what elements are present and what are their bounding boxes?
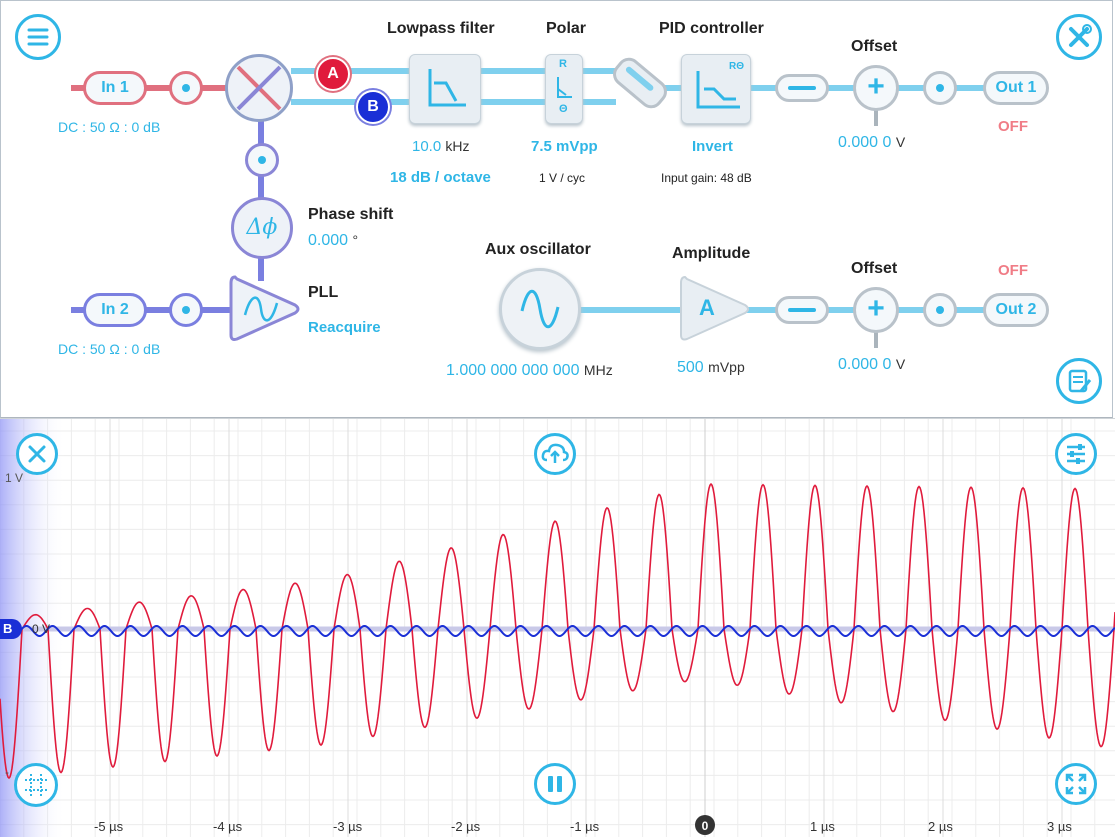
aux-frequency-value: 1.000 000 000 000	[446, 362, 580, 379]
offset1-number: 0.000 0	[838, 134, 892, 151]
fullscreen-icon[interactable]	[1055, 763, 1097, 805]
amplitude-block[interactable]: A	[679, 273, 751, 345]
offset2-unit: V	[895, 356, 906, 372]
y-zero-label: 0 V	[32, 622, 51, 636]
pll-title: PLL	[308, 284, 339, 301]
in1-settings[interactable]: DC : 50 Ω : 0 dB	[58, 119, 161, 135]
cloud-upload-icon[interactable]	[534, 433, 576, 475]
lowpass-slope[interactable]: 18 dB / octave	[390, 169, 491, 186]
amplitude-unit: mVpp	[708, 359, 745, 375]
polar-title: Polar	[546, 20, 587, 37]
grid-icon[interactable]	[14, 763, 58, 807]
x-tick-label: -3 µs	[333, 819, 363, 834]
offset1-minus-block[interactable]	[775, 74, 829, 102]
in2-button[interactable]: In 2	[83, 293, 147, 327]
phase-value[interactable]: 0.000 °	[308, 232, 358, 250]
channel-a-badge[interactable]: A	[316, 57, 350, 91]
pause-icon[interactable]	[534, 763, 576, 805]
phase-number: 0.000	[308, 232, 349, 249]
close-icon[interactable]	[16, 433, 58, 475]
amplitude-title: Amplitude	[672, 245, 751, 262]
offset2-title: Offset	[851, 260, 898, 277]
out1-state[interactable]: OFF	[998, 118, 1028, 135]
lowpass-frequency-unit: kHz	[445, 138, 470, 154]
pid-tag: RΘ	[729, 61, 744, 72]
phase-unit: °	[352, 232, 359, 248]
offset2-number: 0.000 0	[838, 356, 892, 373]
out1-node[interactable]	[923, 71, 957, 105]
polar-block[interactable]: R Θ	[545, 54, 583, 124]
out1-button[interactable]: Out 1	[983, 71, 1049, 105]
offset1-sum-block[interactable]: +	[853, 65, 899, 111]
lowpass-block[interactable]	[409, 54, 481, 124]
x-tick-label: 1 µs	[810, 819, 835, 834]
channel-a-trace	[0, 482, 1115, 780]
y-top-label: 1 V	[5, 471, 24, 485]
in2-settings[interactable]: DC : 50 Ω : 0 dB	[58, 341, 161, 357]
x-tick-label: 3 µs	[1047, 819, 1072, 834]
x-tick-label: -5 µs	[94, 819, 124, 834]
oscilloscope-panel[interactable]: 1 V - 0 V B -5 µs -4 µs -3 µs -2 µs -1 µ…	[0, 418, 1115, 837]
x-tick-label: -2 µs	[451, 819, 481, 834]
block-diagram-panel: In 1 DC : 50 Ω : 0 dB A B Lowpass filter…	[0, 0, 1113, 418]
in1-node[interactable]	[169, 71, 203, 105]
amplitude-value[interactable]: 500 mVpp	[677, 359, 745, 377]
offset2-minus-block[interactable]	[775, 296, 829, 324]
aux-title: Aux oscillator	[485, 241, 591, 258]
aux-frequency[interactable]: 1.000 000 000 000 MHz	[446, 362, 613, 380]
in1-button[interactable]: In 1	[83, 71, 147, 105]
pid-mode[interactable]: Invert	[692, 138, 733, 155]
lowpass-title: Lowpass filter	[387, 20, 495, 37]
offset2-sum-block[interactable]: +	[853, 287, 899, 333]
aux-oscillator-block[interactable]	[499, 268, 581, 350]
out2-button[interactable]: Out 2	[983, 293, 1049, 327]
notes-edit-icon[interactable]	[1056, 358, 1102, 404]
menu-icon[interactable]	[15, 14, 61, 60]
settings-tools-icon[interactable]	[1056, 14, 1102, 60]
polar-r-label: R	[559, 58, 567, 70]
trigger-marker[interactable]: 0	[695, 815, 715, 835]
x-tick-label: -4 µs	[213, 819, 243, 834]
channel-b-badge[interactable]: B	[356, 90, 390, 124]
pid-gain[interactable]: Input gain: 48 dB	[661, 171, 752, 185]
phase-title: Phase shift	[308, 206, 394, 223]
polar-value[interactable]: 7.5 mVpp	[531, 138, 598, 155]
polar-scale[interactable]: 1 V / cyc	[539, 171, 586, 185]
offset1-value[interactable]: 0.000 0 V	[838, 134, 905, 152]
offset2-value[interactable]: 0.000 0 V	[838, 356, 905, 374]
aux-frequency-unit: MHz	[583, 362, 613, 378]
offset1-title: Offset	[851, 38, 898, 55]
pid-block[interactable]: RΘ	[681, 54, 751, 124]
amplitude-number: 500	[677, 359, 704, 376]
out2-state[interactable]: OFF	[998, 262, 1028, 279]
pll-block[interactable]	[229, 273, 301, 345]
x-tick-label: -1 µs	[570, 819, 600, 834]
lowpass-frequency-value: 10.0	[412, 138, 442, 155]
sliders-icon[interactable]	[1055, 433, 1097, 475]
amplitude-symbol: A	[699, 295, 715, 320]
pll-reacquire[interactable]: Reacquire	[308, 319, 381, 336]
y-bottom-label: -	[5, 765, 9, 779]
out2-node[interactable]	[923, 293, 957, 327]
lowpass-frequency[interactable]: 10.0 kHz	[412, 138, 470, 155]
pid-title: PID controller	[659, 20, 764, 37]
mixer-block[interactable]	[225, 54, 293, 122]
offset1-unit: V	[895, 134, 906, 150]
polar-theta-label: Θ	[559, 103, 568, 115]
phase-shift-block[interactable]: Δϕ	[231, 197, 293, 259]
phase-node[interactable]	[245, 143, 279, 177]
channel-b-trace	[0, 625, 1115, 637]
x-tick-label: 2 µs	[928, 819, 953, 834]
channel-b-marker[interactable]: B	[0, 619, 22, 639]
in2-node[interactable]	[169, 293, 203, 327]
